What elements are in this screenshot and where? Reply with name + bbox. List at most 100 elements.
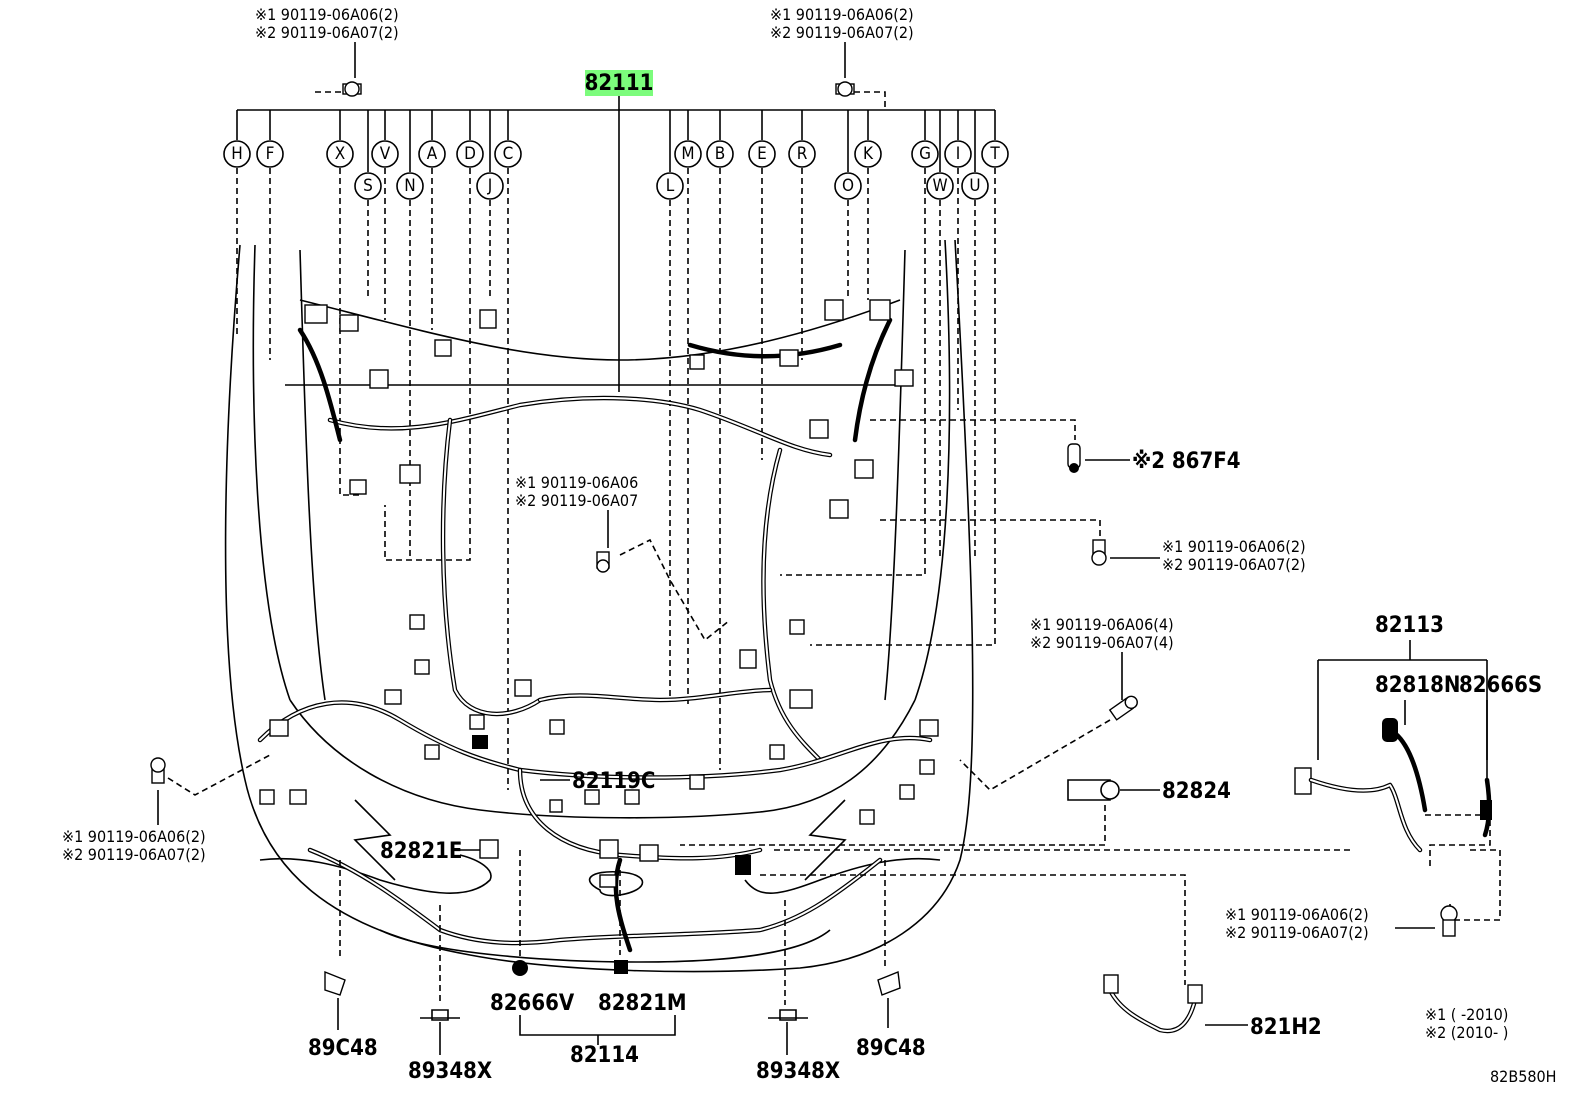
connector-circle-x: X [326,140,354,168]
fastener-note-right-upper: ※1 90119-06A06(2) ※2 90119-06A07(2) [880,519,1306,574]
part-82119c-label: 82119C [572,769,655,794]
fastener-note-top-left: ※1 90119-06A06(2) ※2 90119-06A07(2) [255,5,399,97]
fastener-note-line2: ※2 90119-06A07(4) [1030,633,1174,652]
connector-circle-e: E [748,140,776,168]
part-89c48-left: 89C48 [308,860,378,1061]
part-82824-label: 82824 [1162,779,1231,804]
svg-text:T: T [989,144,1000,164]
svg-text:V: V [380,144,391,164]
svg-text:W: W [932,176,947,196]
bolt-icon [835,81,886,110]
svg-text:N: N [404,176,415,196]
connector-circle-v: V [371,140,399,168]
part-82821e: 82821E [380,839,480,864]
svg-text:R: R [797,144,808,164]
fastener-note-center: ※1 90119-06A06 ※2 90119-06A07 [515,473,731,642]
fastener-note-line1: ※1 90119-06A06(2) [1162,537,1306,556]
part-82818n-label: 82818N [1375,673,1460,698]
connector-circle-m: M [674,140,702,168]
clip-icon [877,971,901,996]
connector-circles-row2: S N J L O W U [354,172,989,200]
svg-text:K: K [863,144,874,164]
leader-dashed [619,538,731,642]
svg-text:B: B [715,144,726,164]
svg-text:F: F [266,144,275,164]
connector-circle-s: S [354,172,382,200]
connector-dashed-leaders [236,168,996,790]
svg-text:S: S [363,176,373,196]
legend-note-2: ※2 (2010- ) [1425,1023,1508,1042]
part-89348x-left: 89348X [408,905,492,1084]
diagram-code: 82B580H [1490,1067,1556,1086]
connector-circle-i: I [944,140,972,168]
fastener-note-top-right: ※1 90119-06A06(2) ※2 90119-06A07(2) [770,5,914,110]
part-821h2: 821H2 [760,874,1322,1040]
connector-circle-k: K [854,140,882,168]
svg-text:C: C [503,144,514,164]
svg-text:J: J [487,176,493,196]
fastener-note-line2: ※2 90119-06A07(2) [62,845,206,864]
fastener-note-right-lower: ※1 90119-06A06(2) ※2 90119-06A07(2) [1225,905,1458,942]
legend: ※1 ( -2010) ※2 (2010- ) [1425,1005,1508,1042]
bracket-icon [768,1009,808,1021]
svg-text:I: I [956,144,961,164]
connector-circle-d: D [456,140,484,168]
connector-bracket-drops [236,110,996,172]
connector-circle-f: F [256,140,284,168]
clip-icon [1480,800,1492,820]
connector-circle-g: G [911,140,939,168]
svg-text:O: O [842,176,854,196]
sensor-icon [1067,779,1120,801]
part-82113-label: 82113 [1375,613,1444,638]
bracket-icon [420,1009,460,1021]
fastener-note-line1: ※1 90119-06A06 [515,473,638,492]
part-89348x-right: 89348X [756,900,840,1084]
bolt-icon [315,81,362,97]
svg-text:X: X [335,144,345,164]
bolt-icon [150,757,166,784]
connector-icon [1187,984,1203,1004]
fastener-note-line2: ※2 90119-06A07(2) [1162,555,1306,574]
connector-icon [1103,974,1119,994]
part-82119c: 82119C [540,769,655,794]
connector-circle-a: A [418,140,446,168]
fastener-note-left-lower: ※1 90119-06A06(2) ※2 90119-06A07(2) [62,754,271,864]
fastener-note-line1: ※1 90119-06A06(2) [770,5,914,24]
part-82821m-label: 82821M [598,991,687,1016]
bolt-icon [1091,539,1107,566]
part-82114-group: 82666V 82821M 82114 [490,850,687,1068]
svg-text:H: H [231,144,243,164]
fastener-note-right-mid: ※1 90119-06A06(4) ※2 90119-06A07(4) [959,615,1174,792]
part-89348x-left-label: 89348X [408,1059,492,1084]
grommet-icon [512,960,528,976]
connector-circle-j: J [476,172,504,200]
part-82114-label: 82114 [570,1043,639,1068]
fastener-note-line2: ※2 90119-06A07(2) [770,23,914,42]
part-82666v-label: 82666V [490,991,575,1016]
connector-circle-h: H [223,140,251,168]
connector-circle-u: U [961,172,989,200]
connector-circle-l: L [656,172,684,200]
part-867f4-label: ※2 867F4 [1132,449,1241,474]
bolt-icon [1108,695,1138,721]
clip-icon [1067,443,1081,473]
fastener-note-line1: ※1 90119-06A06(4) [1030,615,1174,634]
connector-circle-o: O [834,172,862,200]
svg-text:M: M [681,144,694,164]
svg-text:E: E [757,144,767,164]
part-821h2-label: 821H2 [1250,1015,1322,1040]
sensor-icon [1382,718,1398,742]
svg-text:U: U [969,176,980,196]
svg-text:D: D [464,144,476,164]
part-867f4: ※2 867F4 [870,419,1241,474]
harness-connectors [259,299,939,888]
svg-text:G: G [919,144,931,164]
connector-circle-b: B [706,140,734,168]
part-89c48-right-label: 89C48 [856,1036,926,1061]
main-part-number: 82111 [585,71,654,96]
part-89c48-left-label: 89C48 [308,1036,378,1061]
connector-circle-w: W [926,172,954,200]
clip-icon [324,970,346,996]
connector-circle-n: N [396,172,424,200]
